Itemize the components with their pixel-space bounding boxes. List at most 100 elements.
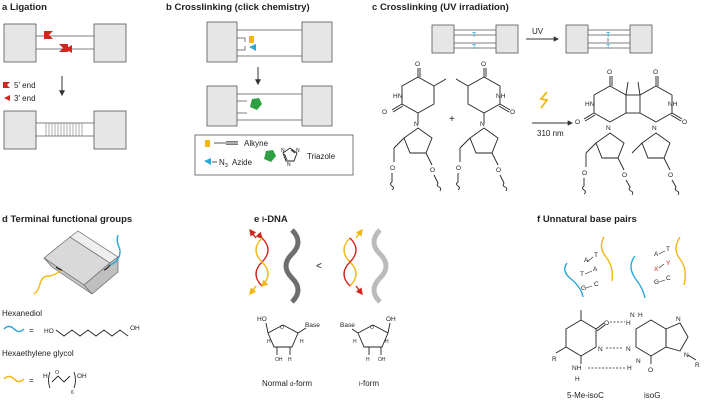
svg-text:O: O xyxy=(382,109,387,116)
svg-text:HO: HO xyxy=(44,328,54,335)
l-form-label: l-form xyxy=(359,379,379,388)
svg-text:N: N xyxy=(296,148,300,154)
svg-text:6: 6 xyxy=(71,390,74,396)
azide-legend-icon xyxy=(204,158,211,165)
hydrogen-bonds xyxy=(588,321,625,369)
svg-text:OH: OH xyxy=(130,325,140,332)
uv-after: T T xyxy=(565,24,653,54)
svg-text:O: O xyxy=(622,172,627,179)
alkyne-mark xyxy=(249,36,254,43)
triazole-label: Triazole xyxy=(307,152,336,161)
svg-text:H: H xyxy=(626,320,631,327)
svg-text:N: N xyxy=(626,346,631,353)
svg-text:H: H xyxy=(353,339,357,345)
svg-text:NH: NH xyxy=(496,93,506,100)
azide-label: Azide xyxy=(232,158,253,167)
panel-c: c Crosslinking (UV irradiation) T T UV T… xyxy=(372,2,687,196)
svg-text:NH: NH xyxy=(668,101,678,108)
svg-text:O: O xyxy=(481,61,486,68)
panel-a-title: a Ligation xyxy=(2,2,47,13)
svg-text:R: R xyxy=(552,356,557,363)
panel-a: a Ligation 5′ end 3′ end xyxy=(2,2,127,150)
thymidine-1: O O HN N O O O xyxy=(382,61,447,192)
plus-sign: + xyxy=(449,114,455,125)
panel-d: d Terminal functional groups Hexanediol … xyxy=(2,214,140,396)
svg-text:HN: HN xyxy=(393,93,403,100)
5-prime-end-mark xyxy=(44,31,53,39)
uv-label: UV xyxy=(532,27,544,36)
panel-b: b Crosslinking (click chemistry) Alkyne xyxy=(166,2,354,176)
svg-text:H: H xyxy=(385,339,389,345)
svg-text:N: N xyxy=(636,358,641,365)
svg-text:N: N xyxy=(652,125,657,132)
unnatural-pairs: A T X Y G C xyxy=(630,236,687,299)
svg-text:N: N xyxy=(630,312,635,319)
svg-text:A: A xyxy=(654,251,659,258)
natural-pairs: A T T A G C xyxy=(564,236,614,298)
panel-d-title: d Terminal functional groups xyxy=(2,214,132,225)
me-isoc-label: 5-Me-isoC xyxy=(567,391,604,400)
svg-text:OH: OH xyxy=(386,316,396,323)
svg-text:H: H xyxy=(43,373,48,380)
svg-text:T: T xyxy=(606,44,611,51)
thymine-dimer: O O O O HN NH N N O O O xyxy=(575,69,687,196)
azide-formula: N3 xyxy=(219,158,228,169)
svg-text:Base: Base xyxy=(305,322,320,329)
svg-text:O: O xyxy=(55,370,59,376)
svg-text:H: H xyxy=(300,339,304,345)
svg-text:O: O xyxy=(456,165,461,172)
svg-text:H: H xyxy=(267,339,271,345)
normal-d-form-label: Normal d-form xyxy=(262,379,312,388)
svg-text:T: T xyxy=(580,271,584,278)
svg-text:O: O xyxy=(575,119,580,126)
alkyne-label: Alkyne xyxy=(244,139,269,148)
svg-text:O: O xyxy=(668,172,673,179)
svg-text:A: A xyxy=(584,257,589,264)
svg-text:N: N xyxy=(684,352,689,359)
svg-text:H: H xyxy=(627,365,632,372)
panel-f-title: f Unnatural base pairs xyxy=(537,214,637,225)
svg-text:N: N xyxy=(480,121,485,128)
svg-text:O: O xyxy=(430,167,435,174)
svg-text:N: N xyxy=(676,316,681,323)
panel-b-title: b Crosslinking (click chemistry) xyxy=(166,2,310,13)
svg-text:A: A xyxy=(593,266,598,273)
me-isoc-structure: O N NH H R N xyxy=(552,310,609,383)
svg-text:N: N xyxy=(606,125,611,132)
svg-text:HN: HN xyxy=(585,101,595,108)
heg-swatch xyxy=(3,375,25,383)
svg-text:O: O xyxy=(582,170,587,177)
hexanediol-chain xyxy=(55,329,129,337)
azide-mark xyxy=(249,44,256,51)
svg-text:O: O xyxy=(496,167,501,174)
svg-text:HO: HO xyxy=(257,316,267,323)
3-prime-end-mark xyxy=(65,45,72,53)
d-sugar: HO O Base H H OH H Normal d-form xyxy=(257,316,320,388)
svg-text:O: O xyxy=(390,165,395,172)
uv-before: T T xyxy=(431,24,519,54)
less-than-sign: < xyxy=(316,261,322,272)
svg-text:O: O xyxy=(370,325,374,331)
svg-text:H: H xyxy=(638,312,643,319)
svg-text:O: O xyxy=(648,367,653,374)
svg-text:T: T xyxy=(472,32,477,39)
svg-text:O: O xyxy=(604,320,609,327)
svg-text:OH: OH xyxy=(378,357,386,363)
5-prime-label: 5′ end xyxy=(14,81,36,90)
click-before xyxy=(206,21,333,63)
svg-text:G: G xyxy=(654,279,659,286)
svg-text:Base: Base xyxy=(340,322,355,329)
end-legend: 5′ end 3′ end xyxy=(3,81,36,103)
svg-text:O: O xyxy=(415,61,420,68)
svg-text:O: O xyxy=(607,69,612,76)
yellow-linker xyxy=(33,269,63,295)
5-prime-icon xyxy=(3,82,10,88)
3-prime-icon xyxy=(4,95,10,101)
svg-text:O: O xyxy=(510,109,515,116)
svg-text:T: T xyxy=(594,252,598,259)
uv-lightning-icon xyxy=(539,91,549,109)
svg-text:C: C xyxy=(666,275,671,282)
triazole-structure: O N N N xyxy=(281,147,300,168)
svg-text:N: N xyxy=(414,121,419,128)
